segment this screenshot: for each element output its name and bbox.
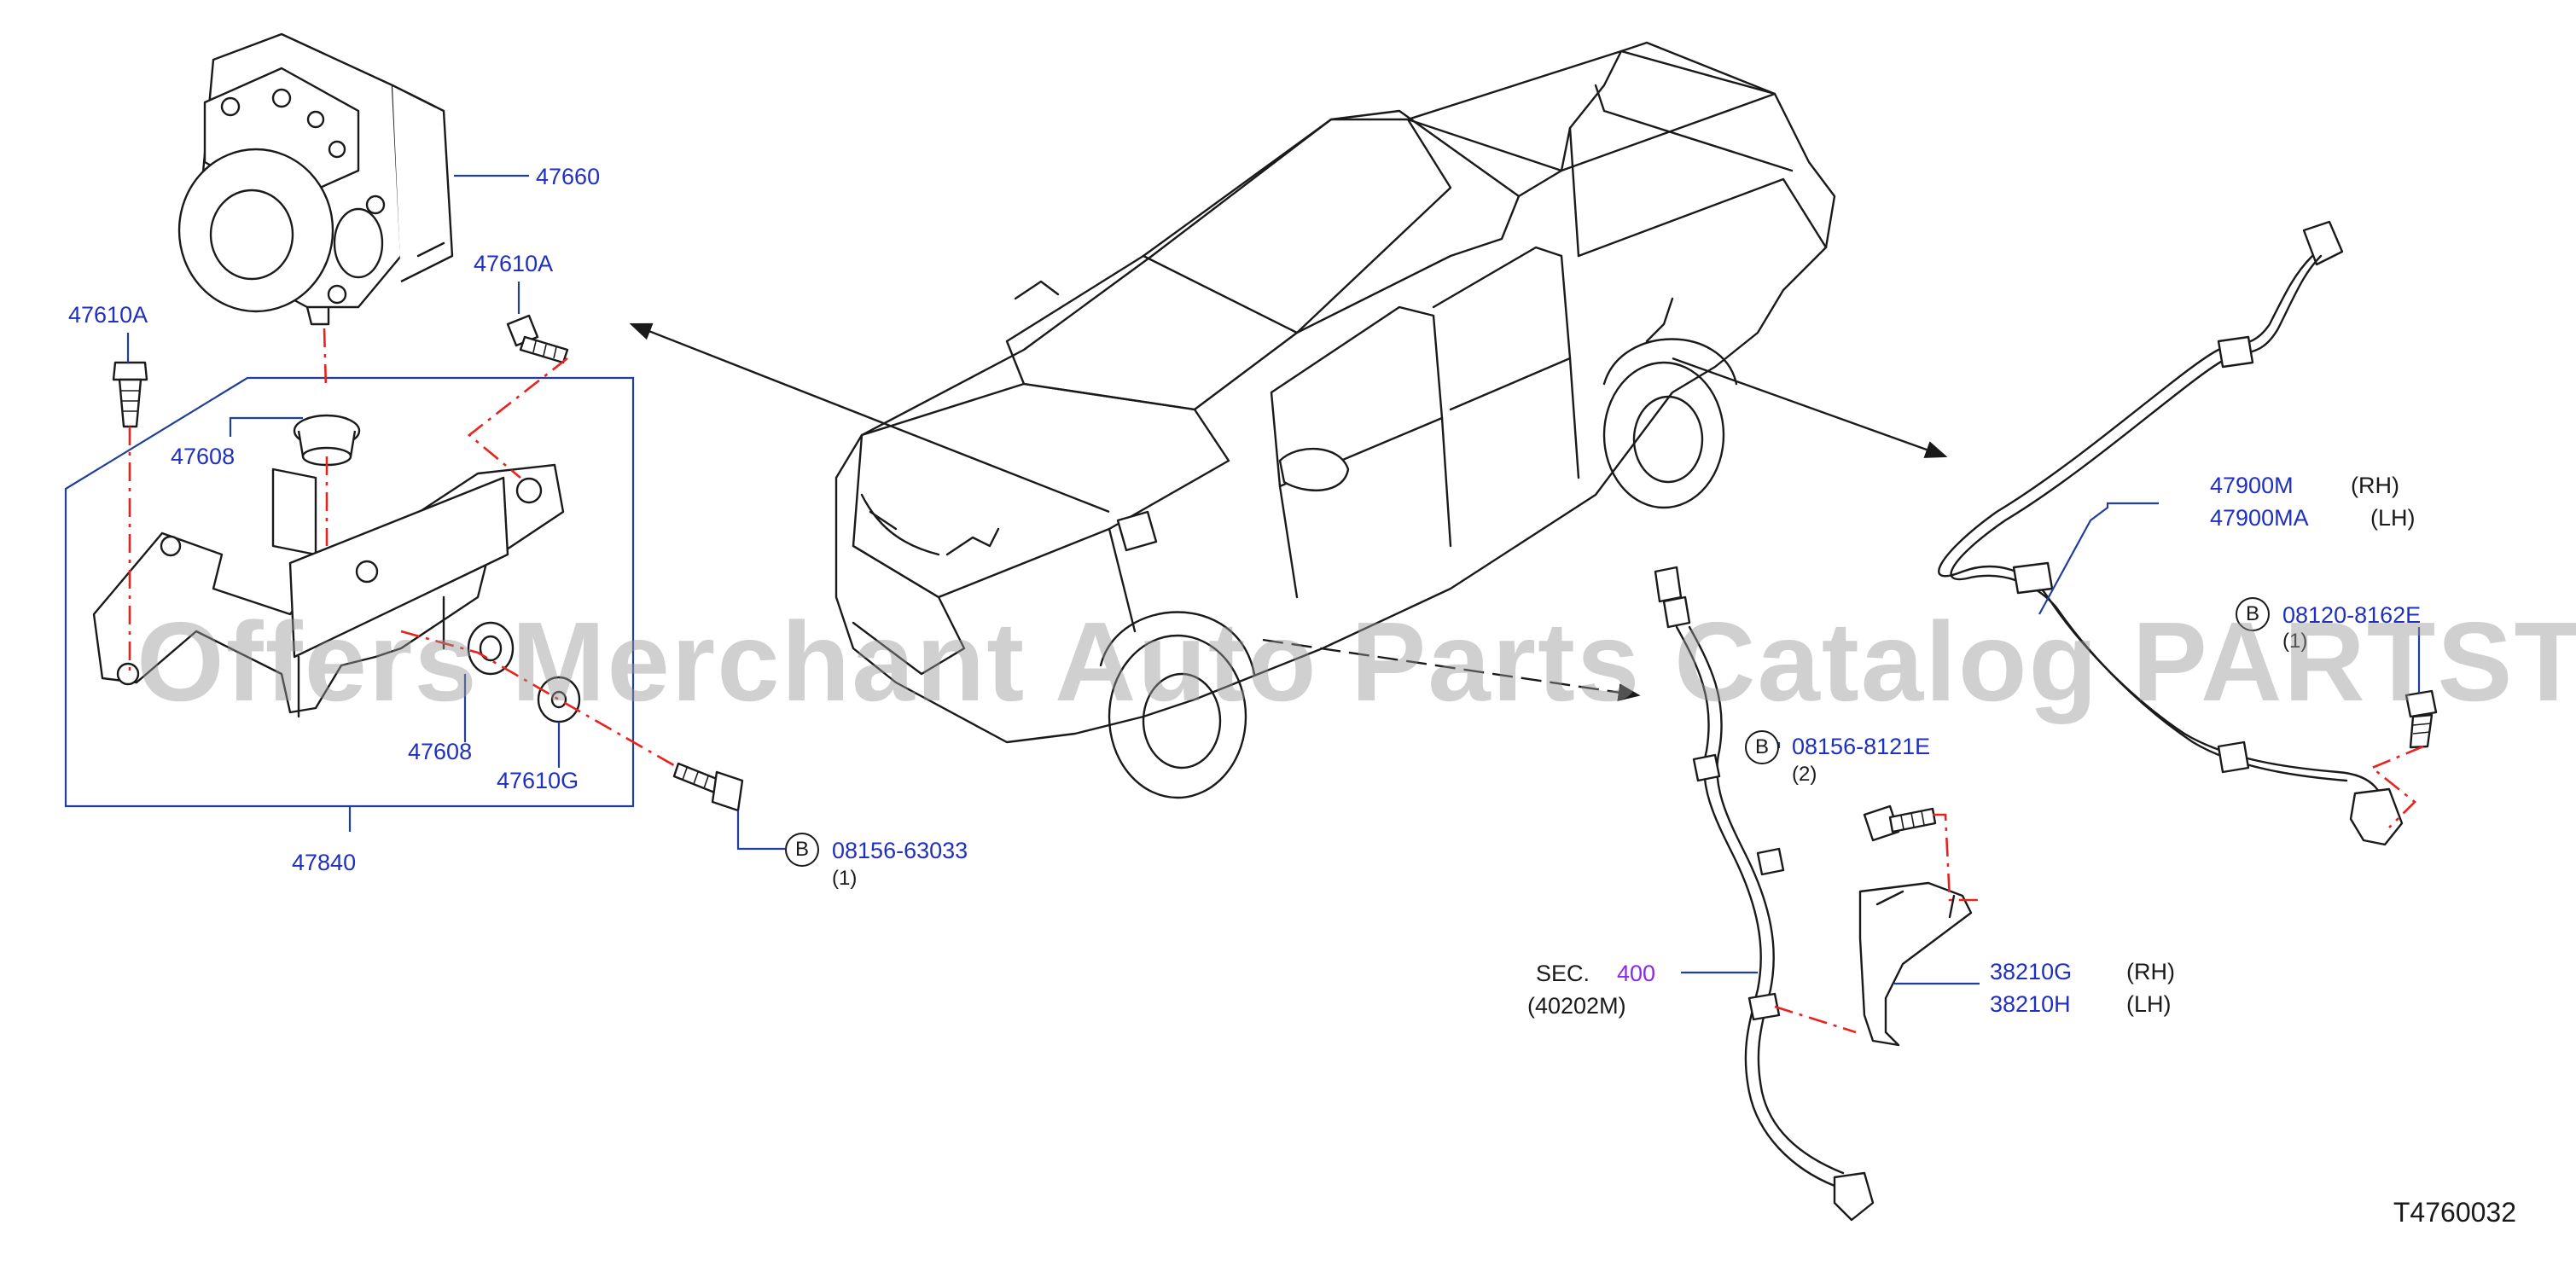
- label-08156-63033[interactable]: 08156-63033: [832, 838, 968, 863]
- leader-08156-63033: [736, 810, 785, 851]
- rear-wheel-sensor-harness[interactable]: [1938, 220, 2404, 846]
- label-47610G[interactable]: 47610G: [497, 768, 579, 793]
- label-sec-400[interactable]: 400: [1617, 961, 1656, 986]
- label-47900M[interactable]: 47900M: [2210, 473, 2294, 498]
- label-47608-top[interactable]: 47608: [171, 444, 236, 469]
- label-sec-sub: (40202M): [1527, 993, 1626, 1019]
- label-sec: SEC.: [1536, 961, 1590, 986]
- assembly-line-front-bolt: [1933, 813, 1980, 902]
- label-08120-8162E[interactable]: 08120-8162E: [2282, 602, 2422, 628]
- circle-b-8121E: B: [1745, 730, 1779, 764]
- label-47610A-right[interactable]: 47610A: [474, 251, 554, 276]
- circle-b-63033: B: [785, 833, 819, 867]
- abs-bracket-frame: [64, 376, 635, 808]
- qty-08156-8121E: (2): [1792, 763, 1817, 786]
- label-47660[interactable]: 47660: [536, 164, 601, 189]
- bolt-08156-63033[interactable]: [672, 762, 744, 812]
- arrow-to-abs-assembly: [629, 322, 1110, 514]
- bolt-47610A-right[interactable]: [506, 314, 569, 364]
- side-47900MA: (LH): [2370, 505, 2416, 531]
- grommet-47608-bottom[interactable]: [467, 621, 515, 676]
- watermark: Offers Merchant Auto Parts Catalog PARTS…: [137, 599, 2576, 724]
- leader-47900M: [2038, 502, 2159, 615]
- label-38210G[interactable]: 38210G: [1990, 959, 2073, 984]
- grommet-47608-top[interactable]: [293, 414, 361, 467]
- front-wheel-sensor-harness[interactable]: [1654, 566, 1875, 1222]
- bolt-08120-8162E[interactable]: [2404, 689, 2438, 749]
- assembly-line-rear-bolt: [2370, 745, 2424, 828]
- qty-08156-63033: (1): [832, 867, 858, 890]
- sensor-bracket-38210[interactable]: [1858, 881, 1973, 1047]
- leader-47608-top: [229, 416, 303, 437]
- assembly-line-actuator: [323, 328, 328, 389]
- bolt-08156-8121E[interactable]: [1863, 804, 1937, 842]
- abs-bracket-part[interactable]: [92, 463, 565, 718]
- diagram-code: T4760032: [2393, 1197, 2516, 1228]
- label-47840[interactable]: 47840: [292, 850, 357, 875]
- side-38210G: (RH): [2126, 959, 2175, 984]
- side-47900M: (RH): [2351, 473, 2399, 498]
- assembly-line-front-bracket: [1774, 1005, 1857, 1034]
- side-38210H: (LH): [2126, 991, 2172, 1017]
- assembly-line-right-bolt: [467, 357, 568, 479]
- label-38210H[interactable]: 38210H: [1990, 991, 2071, 1017]
- pickup-truck-outline: [834, 41, 1836, 799]
- abs-actuator-unit[interactable]: [177, 32, 454, 326]
- arrow-to-front-sensor: [1262, 638, 1641, 701]
- label-47610A-left[interactable]: 47610A: [68, 302, 148, 328]
- qty-08120-8162E: (1): [2282, 630, 2308, 653]
- label-47900MA[interactable]: 47900MA: [2210, 505, 2309, 531]
- label-47608-bottom[interactable]: 47608: [408, 739, 473, 764]
- bolt-47610A-left[interactable]: [112, 361, 148, 428]
- circle-b-8162E: B: [2236, 597, 2270, 631]
- assembly-line-lower: [400, 630, 679, 769]
- arrow-to-rear-sensor: [1672, 357, 1948, 458]
- label-08156-8121E[interactable]: 08156-8121E: [1792, 734, 1931, 759]
